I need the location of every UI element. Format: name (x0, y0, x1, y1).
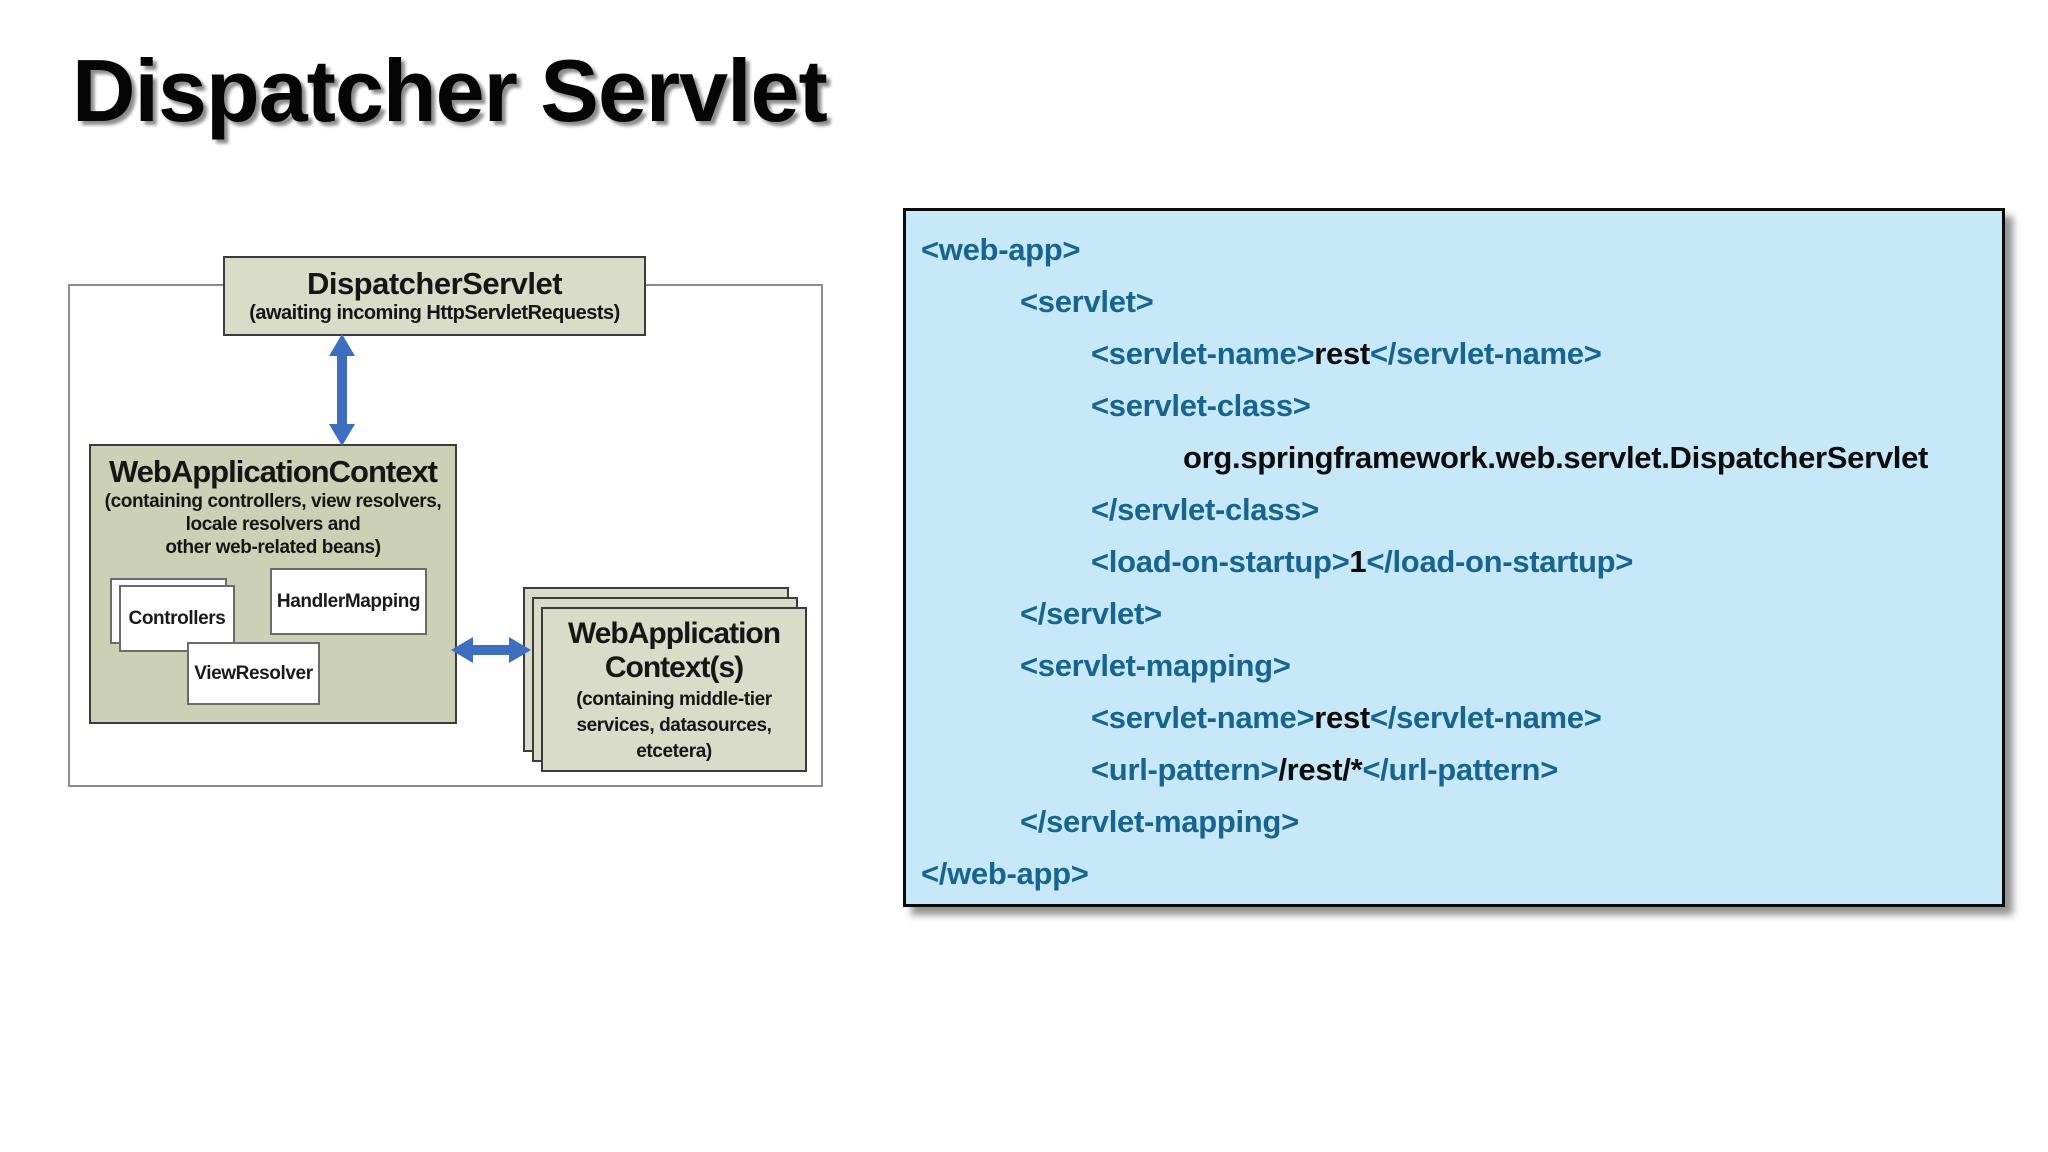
web-application-contexts-box: WebApplication Context(s) (containing mi… (541, 607, 807, 772)
code-line: <servlet-name>rest</servlet-name> (921, 328, 1992, 380)
view-resolver-label: ViewResolver (194, 662, 313, 684)
code-lines: <web-app><servlet><servlet-name>rest</se… (921, 224, 1992, 900)
code-line: </servlet> (921, 588, 1992, 640)
xml-tag: <servlet-class> (1091, 388, 1311, 423)
xml-tag: </servlet-class> (1091, 492, 1319, 527)
code-line: <load-on-startup>1</load-on-startup> (921, 536, 1992, 588)
code-line: <servlet-mapping> (921, 640, 1992, 692)
xml-tag: </servlet-name> (1369, 700, 1602, 735)
xml-tag: <servlet-mapping> (1020, 648, 1291, 683)
page-title: Dispatcher Servlet (72, 41, 828, 140)
code-line: <servlet-name>rest</servlet-name> (921, 692, 1992, 744)
code-line: <url-pattern>/rest/*</url-pattern> (921, 744, 1992, 796)
double-arrow-vertical-icon (329, 334, 355, 446)
double-arrow-horizontal-icon (451, 637, 531, 663)
xml-value: org.springframework.web.servlet.Dispatch… (1183, 440, 1929, 475)
xml-value: 1 (1349, 544, 1367, 579)
web-application-contexts-subtitle-line3: etcetera) (636, 740, 712, 762)
xml-value: /rest/* (1278, 752, 1363, 787)
handler-mapping-box: HandlerMapping (270, 568, 427, 635)
code-line: </servlet-mapping> (921, 796, 1992, 848)
controllers-box: Controllers (119, 585, 235, 652)
web-xml-code-panel: <web-app><servlet><servlet-name>rest</se… (903, 208, 2005, 907)
xml-tag: </servlet-mapping> (1020, 804, 1299, 839)
web-application-context-subtitle-line3: other web-related beans) (165, 537, 381, 558)
xml-tag: </url-pattern> (1362, 752, 1558, 787)
xml-tag: </servlet-name> (1369, 336, 1602, 371)
xml-tag: <url-pattern> (1091, 752, 1279, 787)
xml-tag: </web-app> (921, 856, 1089, 891)
web-application-contexts-subtitle-line2: services, datasources, (576, 714, 772, 736)
web-application-contexts-subtitle-line1: (containing middle-tier (576, 688, 772, 710)
code-line: </servlet-class> (921, 484, 1992, 536)
dispatcher-servlet-box-subtitle: (awaiting incoming HttpServletRequests) (249, 302, 620, 324)
xml-value: rest (1314, 336, 1370, 371)
web-application-contexts-title-line1: WebApplication (567, 616, 781, 650)
code-line: </web-app> (921, 848, 1992, 900)
dispatcher-servlet-box: DispatcherServlet (awaiting incoming Htt… (223, 256, 646, 336)
web-application-context-subtitle-line2: locale resolvers and (185, 514, 361, 535)
dispatcher-servlet-box-title: DispatcherServlet (306, 266, 563, 301)
web-application-context-box: WebApplicationContext (containing contro… (89, 444, 457, 724)
xml-tag: <servlet-name> (1091, 700, 1315, 735)
web-application-context-title: WebApplicationContext (108, 454, 438, 489)
xml-tag: <servlet-name> (1091, 336, 1315, 371)
view-resolver-box: ViewResolver (187, 642, 320, 705)
xml-value: rest (1314, 700, 1370, 735)
xml-tag: <load-on-startup> (1091, 544, 1350, 579)
code-line: <web-app> (921, 224, 1992, 276)
controllers-label: Controllers (128, 607, 226, 629)
code-line: org.springframework.web.servlet.Dispatch… (921, 432, 1992, 484)
web-application-context-subtitle-line1: (containing controllers, view resolvers, (104, 491, 442, 512)
handler-mapping-label: HandlerMapping (276, 590, 421, 612)
xml-tag: </servlet> (1020, 596, 1162, 631)
code-line: <servlet-class> (921, 380, 1992, 432)
xml-tag: <servlet> (1020, 284, 1154, 319)
code-line: <servlet> (921, 276, 1992, 328)
xml-tag: </load-on-startup> (1366, 544, 1634, 579)
xml-tag: <web-app> (921, 232, 1081, 267)
web-application-contexts-title-line2: Context(s) (604, 650, 744, 684)
